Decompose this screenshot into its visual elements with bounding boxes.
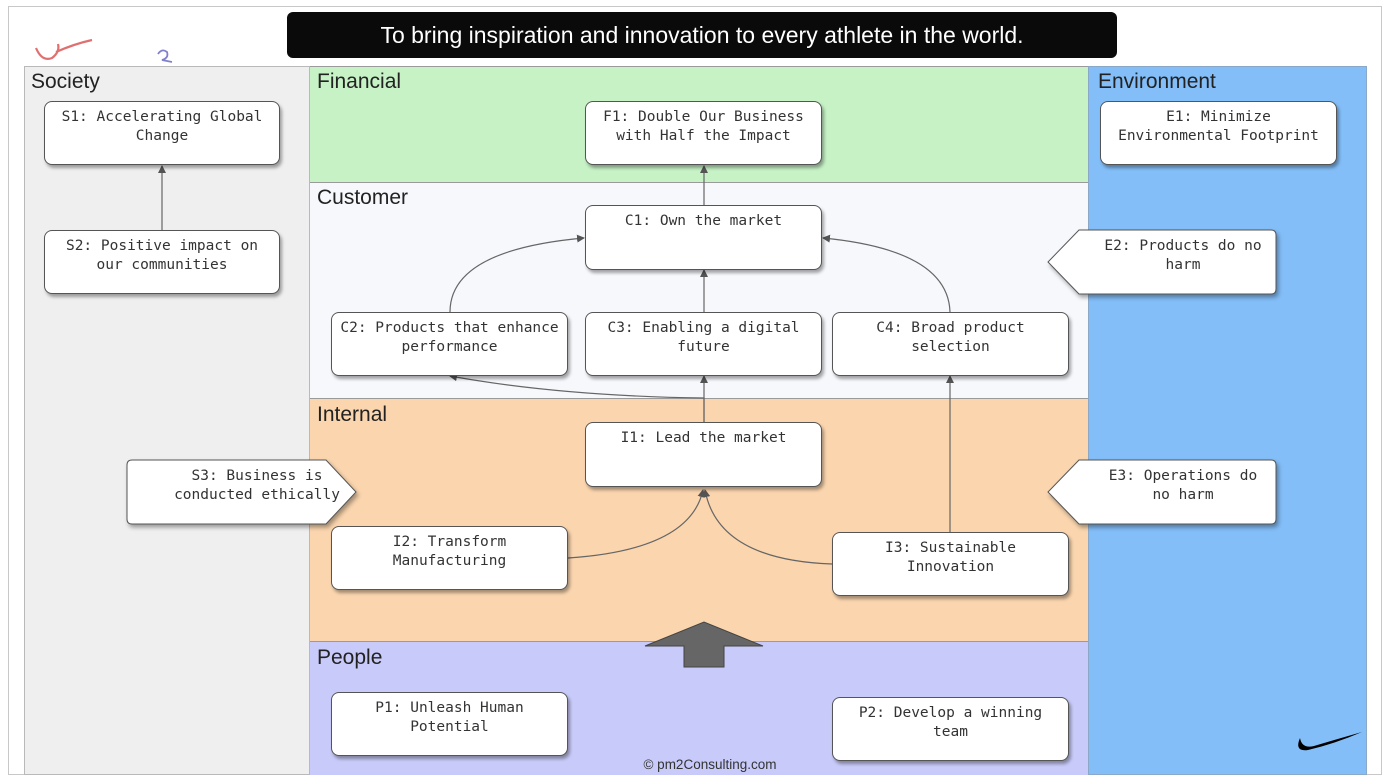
block-arrow-icon: [644, 621, 764, 668]
objective-c3[interactable]: C3: Enabling a digital future: [585, 312, 822, 376]
link-c4-c1: [822, 234, 951, 313]
pen-doodle-icon: [34, 38, 173, 63]
objective-p2[interactable]: P2: Develop a winning team: [832, 697, 1069, 761]
link-c2-c1: [449, 234, 585, 313]
link-i1-c2: [449, 373, 705, 422]
objective-s3[interactable]: S3: Business is conducted ethically: [126, 459, 358, 525]
society-label: Society: [31, 70, 100, 93]
swoosh-logo-icon: [1298, 732, 1362, 751]
objective-e1[interactable]: E1: Minimize Environmental Footprint: [1100, 101, 1337, 165]
environment-label: Environment: [1098, 70, 1216, 93]
copyright-text: © pm2Consulting.com: [643, 757, 777, 772]
link-i2-i1: [567, 489, 706, 559]
link-i3-i1: [702, 489, 833, 565]
objective-c2[interactable]: C2: Products that enhance performance: [331, 312, 568, 376]
objective-e2-label: E2: Products do no harm: [1104, 238, 1262, 273]
objective-e3[interactable]: E3: Operations do no harm: [1047, 459, 1277, 525]
objective-i1[interactable]: I1: Lead the market: [585, 422, 822, 487]
people-label: People: [317, 646, 383, 669]
objective-s2[interactable]: S2: Positive impact on our communities: [44, 230, 280, 294]
internal-label: Internal: [317, 403, 388, 426]
objective-c1[interactable]: C1: Own the market: [585, 205, 822, 270]
mission-banner: To bring inspiration and innovation to e…: [287, 12, 1117, 58]
objective-i2[interactable]: I2: Transform Manufacturing: [331, 526, 568, 590]
objective-s3-label: S3: Business is conducted ethically: [174, 468, 340, 503]
customer-label: Customer: [317, 186, 409, 209]
objective-f1[interactable]: F1: Double Our Business with Half the Im…: [585, 101, 822, 165]
objective-e3-label: E3: Operations do no harm: [1108, 468, 1258, 503]
objective-c4[interactable]: C4: Broad product selection: [832, 312, 1069, 376]
society-band: [24, 66, 310, 775]
objective-i3[interactable]: I3: Sustainable Innovation: [832, 532, 1069, 596]
objective-p1[interactable]: P1: Unleash Human Potential: [331, 692, 568, 756]
objective-e2[interactable]: E2: Products do no harm: [1047, 229, 1277, 295]
environment-band: [1088, 66, 1367, 775]
objective-s1[interactable]: S1: Accelerating Global Change: [44, 101, 280, 165]
financial-label: Financial: [317, 70, 402, 93]
